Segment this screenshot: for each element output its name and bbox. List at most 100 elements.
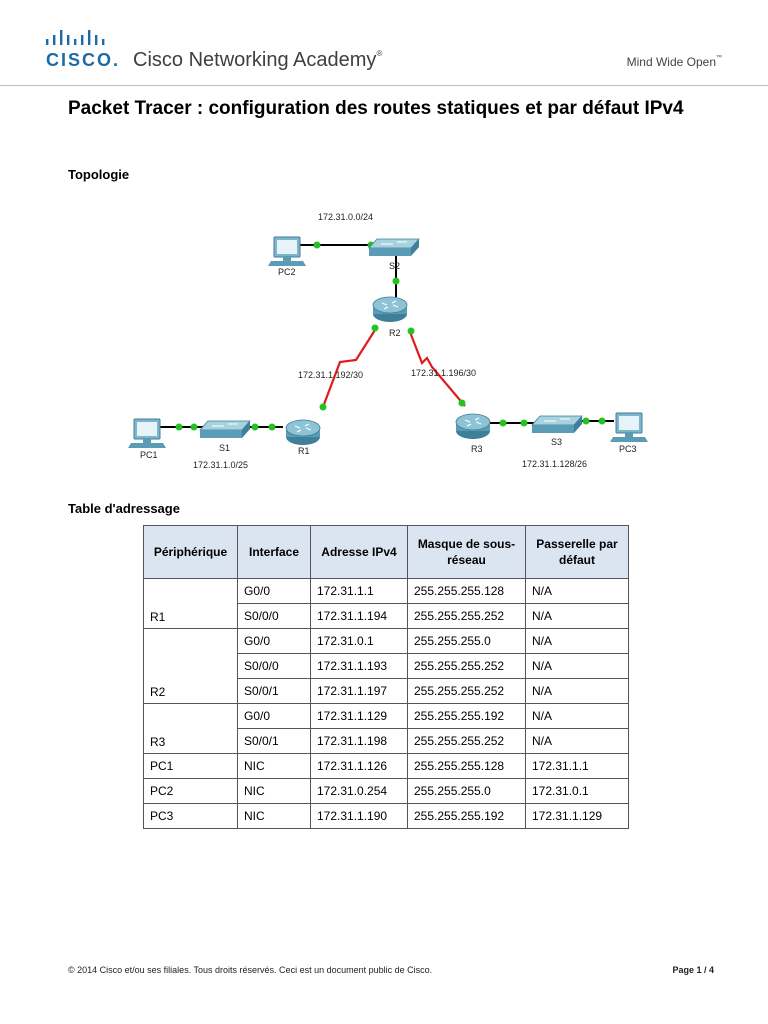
device-label-pc2: PC2 <box>278 267 296 277</box>
cell-gateway: N/A <box>525 578 629 604</box>
cell-device: R2 <box>143 628 238 704</box>
router-r3-icon <box>455 413 491 440</box>
table-row: PC2 NIC 172.31.0.254 255.255.255.0 172.3… <box>143 778 629 804</box>
cell-interface: S0/0/0 <box>237 603 311 629</box>
cell-device: R3 <box>143 703 238 754</box>
cell-ip: 172.31.0.254 <box>310 778 408 804</box>
cell-ip: 172.31.1.197 <box>310 678 408 704</box>
column-header-interface: Interface <box>237 525 311 579</box>
switch-s3-icon <box>531 415 583 434</box>
addressing-table: Périphérique Interface Adresse IPv4 Masq… <box>143 525 629 829</box>
cell-mask: 255.255.255.252 <box>407 653 526 679</box>
cell-ip: 172.31.1.1 <box>310 578 408 604</box>
network-label-wan-r1-r2: 172.31.1.192/30 <box>298 370 363 380</box>
cell-gateway: N/A <box>525 628 629 654</box>
switch-s1-icon <box>199 420 251 439</box>
table-row: S0/0/1 172.31.1.197 255.255.255.252 N/A <box>144 678 629 704</box>
cell-interface: S0/0/1 <box>237 728 311 754</box>
cell-ip: 172.31.1.126 <box>310 753 408 779</box>
cell-gateway: 172.31.1.1 <box>525 753 629 779</box>
cell-ip: 172.31.1.194 <box>310 603 408 629</box>
cell-interface: S0/0/1 <box>237 678 311 704</box>
cell-mask: 255.255.255.192 <box>407 803 526 829</box>
cell-ip: 172.31.1.198 <box>310 728 408 754</box>
router-r2-icon <box>372 296 408 323</box>
device-label-pc1: PC1 <box>140 450 158 460</box>
page-number: Page 1 / 4 <box>672 965 714 975</box>
table-row: S0/0/0 172.31.1.194 255.255.255.252 N/A <box>144 603 629 629</box>
device-label-r3: R3 <box>471 444 483 454</box>
cell-ip: 172.31.0.1 <box>310 628 408 654</box>
cell-gateway: 172.31.0.1 <box>525 778 629 804</box>
table-row: S0/0/1 172.31.1.198 255.255.255.252 N/A <box>144 728 629 754</box>
pc1-icon <box>127 418 167 449</box>
table-row: PC1 NIC 172.31.1.126 255.255.255.128 172… <box>143 753 629 779</box>
cell-gateway: N/A <box>525 603 629 629</box>
table-row: S0/0/0 172.31.1.193 255.255.255.252 N/A <box>144 653 629 679</box>
cell-ip: 172.31.1.190 <box>310 803 408 829</box>
network-label-wan-r2-r3: 172.31.1.196/30 <box>411 368 476 378</box>
topology-diagram: 172.31.0.0/24 PC2 S2 R2 172.31.1.192/30 … <box>127 212 649 470</box>
cell-device: PC3 <box>143 803 238 829</box>
header-divider <box>0 85 768 86</box>
cell-mask: 255.255.255.128 <box>407 753 526 779</box>
cell-interface: NIC <box>237 778 311 804</box>
device-label-s3: S3 <box>551 437 562 447</box>
table-row: R3 G0/0 172.31.1.129 255.255.255.192 N/A <box>143 703 629 754</box>
cell-gateway: 172.31.1.129 <box>525 803 629 829</box>
cell-mask: 255.255.255.0 <box>407 628 526 654</box>
cell-interface: G0/0 <box>237 578 311 604</box>
cell-mask: 255.255.255.0 <box>407 778 526 804</box>
device-label-s1: S1 <box>219 443 230 453</box>
cell-ip: 172.31.1.193 <box>310 653 408 679</box>
tagline: Mind Wide Open™ <box>626 55 722 69</box>
column-header-gateway: Passerelle par défaut <box>525 525 629 579</box>
column-header-device: Périphérique <box>143 525 238 579</box>
cell-interface: G0/0 <box>237 703 311 729</box>
device-label-r2: R2 <box>389 328 401 338</box>
pc2-icon <box>267 236 307 267</box>
router-r1-icon <box>285 419 321 446</box>
copyright-notice: © 2014 Cisco et/ou ses filiales. Tous dr… <box>68 965 433 975</box>
ethernet-links <box>160 244 614 428</box>
table-row: R1 G0/0 172.31.1.1 255.255.255.128 N/A <box>143 578 629 629</box>
device-label-pc3: PC3 <box>619 444 637 454</box>
cell-device: PC2 <box>143 778 238 804</box>
pc3-icon <box>609 412 649 443</box>
cell-interface: G0/0 <box>237 628 311 654</box>
cell-gateway: N/A <box>525 653 629 679</box>
section-heading-topology: Topologie <box>68 167 130 182</box>
cell-interface: S0/0/0 <box>237 653 311 679</box>
table-header-row: Périphérique Interface Adresse IPv4 Masq… <box>143 525 629 579</box>
cell-ip: 172.31.1.129 <box>310 703 408 729</box>
serial-links <box>321 329 466 408</box>
table-row: R2 G0/0 172.31.0.1 255.255.255.0 N/A <box>143 628 629 704</box>
cell-device: PC1 <box>143 753 238 779</box>
document-title: Packet Tracer : configuration des routes… <box>68 98 684 119</box>
network-label-lan-r3: 172.31.1.128/26 <box>522 459 587 469</box>
column-header-mask: Masque de sous-réseau <box>407 525 526 579</box>
cell-mask: 255.255.255.252 <box>407 603 526 629</box>
cell-device: R1 <box>143 578 238 629</box>
network-label-lan-r1: 172.31.1.0/25 <box>193 460 248 470</box>
cell-gateway: N/A <box>525 728 629 754</box>
device-label-r1: R1 <box>298 446 310 456</box>
cell-mask: 255.255.255.128 <box>407 578 526 604</box>
column-header-ipv4: Adresse IPv4 <box>310 525 408 579</box>
cell-interface: NIC <box>237 753 311 779</box>
cell-mask: 255.255.255.252 <box>407 728 526 754</box>
cell-gateway: N/A <box>525 703 629 729</box>
cisco-logo-icon <box>46 30 105 45</box>
device-label-s2: S2 <box>389 261 400 271</box>
cell-mask: 255.255.255.192 <box>407 703 526 729</box>
section-heading-addressing: Table d'adressage <box>68 501 180 516</box>
switch-s2-icon <box>368 238 420 257</box>
academy-name: Cisco Networking Academy® <box>133 49 383 71</box>
cisco-brand-text: CISCO. <box>46 50 121 70</box>
page-header: CISCO. Cisco Networking Academy® Mind Wi… <box>0 0 768 86</box>
cell-mask: 255.255.255.252 <box>407 678 526 704</box>
cell-gateway: N/A <box>525 678 629 704</box>
cell-interface: NIC <box>237 803 311 829</box>
network-label-lan-r2: 172.31.0.0/24 <box>318 212 373 222</box>
table-row: PC3 NIC 172.31.1.190 255.255.255.192 172… <box>143 803 629 829</box>
